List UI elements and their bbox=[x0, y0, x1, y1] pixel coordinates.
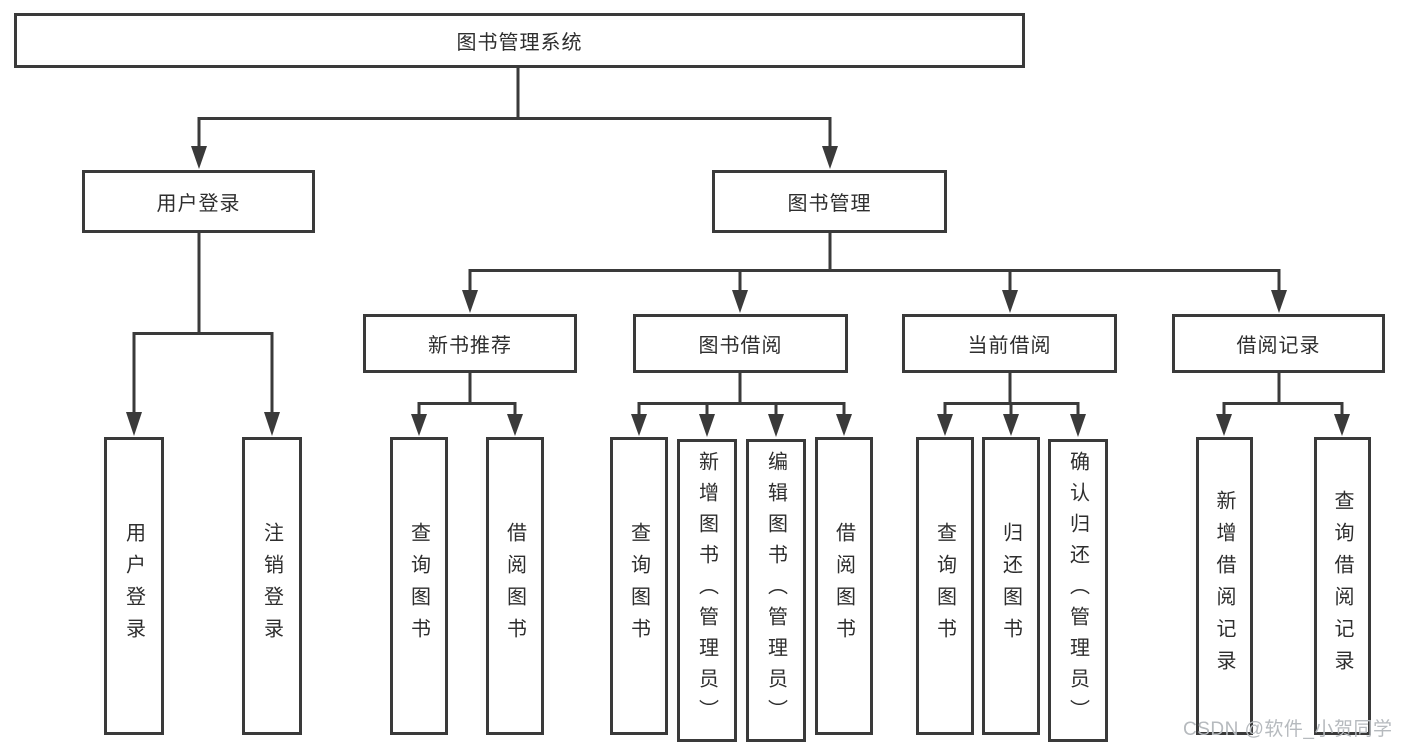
leaf-edit-book-admin-label: 编辑图书（管理员） bbox=[764, 451, 787, 730]
node-user-login-branch: 用户登录 bbox=[82, 170, 315, 233]
csdn-watermark: CSDN @软件_小贺同学 bbox=[1183, 719, 1393, 740]
node-new-book-recommend-label: 新书推荐 bbox=[428, 335, 512, 357]
node-borrow-records-label: 借阅记录 bbox=[1236, 335, 1321, 357]
node-root-system: 图书管理系统 bbox=[14, 13, 1025, 68]
node-current-borrow-label: 当前借阅 bbox=[967, 335, 1052, 357]
leaf-query-borrow-records: 查询借阅记录 bbox=[1314, 437, 1371, 735]
leaf-add-book-admin-label: 新增图书（管理员） bbox=[695, 451, 718, 730]
leaf-confirm-return-admin-label: 确认归还（管理员） bbox=[1066, 451, 1089, 730]
leaf-borrow-books: 借阅图书 bbox=[815, 437, 873, 735]
leaf-recommend-borrow-books: 借阅图书 bbox=[486, 437, 544, 735]
leaf-recommend-borrow-books-label: 借阅图书 bbox=[503, 522, 526, 650]
leaf-current-query-books-label: 查询图书 bbox=[933, 522, 956, 650]
leaf-current-query-books: 查询图书 bbox=[916, 437, 974, 735]
leaf-user-login: 用户登录 bbox=[104, 437, 164, 735]
leaf-user-login-label: 用户登录 bbox=[122, 522, 145, 650]
leaf-add-borrow-record-label: 新增借阅记录 bbox=[1213, 490, 1235, 682]
node-root-label: 图书管理系统 bbox=[456, 32, 583, 54]
node-new-book-recommend: 新书推荐 bbox=[363, 314, 577, 373]
leaf-recommend-query-books-label: 查询图书 bbox=[407, 522, 430, 650]
leaf-logout-label: 注销登录 bbox=[260, 522, 283, 650]
leaf-add-book-admin: 新增图书（管理员） bbox=[677, 439, 737, 742]
leaf-logout: 注销登录 bbox=[242, 437, 302, 735]
leaf-borrow-books-label: 借阅图书 bbox=[832, 522, 855, 650]
leaf-query-borrow-records-label: 查询借阅记录 bbox=[1331, 490, 1353, 682]
node-book-mgmt-label: 图书管理 bbox=[787, 193, 872, 215]
node-borrow-records: 借阅记录 bbox=[1172, 314, 1385, 373]
node-book-mgmt-branch: 图书管理 bbox=[712, 170, 947, 233]
node-user-login-label: 用户登录 bbox=[156, 193, 241, 215]
leaf-add-borrow-record: 新增借阅记录 bbox=[1196, 437, 1253, 735]
leaf-return-books-label: 归还图书 bbox=[999, 522, 1022, 650]
node-book-borrow: 图书借阅 bbox=[633, 314, 848, 373]
leaf-edit-book-admin: 编辑图书（管理员） bbox=[746, 439, 806, 742]
leaf-borrow-query-books-label: 查询图书 bbox=[627, 522, 650, 650]
leaf-return-books: 归还图书 bbox=[982, 437, 1040, 735]
leaf-confirm-return-admin: 确认归还（管理员） bbox=[1048, 439, 1108, 742]
node-current-borrow: 当前借阅 bbox=[902, 314, 1117, 373]
node-book-borrow-label: 图书借阅 bbox=[698, 335, 783, 357]
leaf-borrow-query-books: 查询图书 bbox=[610, 437, 668, 735]
leaf-recommend-query-books: 查询图书 bbox=[390, 437, 448, 735]
